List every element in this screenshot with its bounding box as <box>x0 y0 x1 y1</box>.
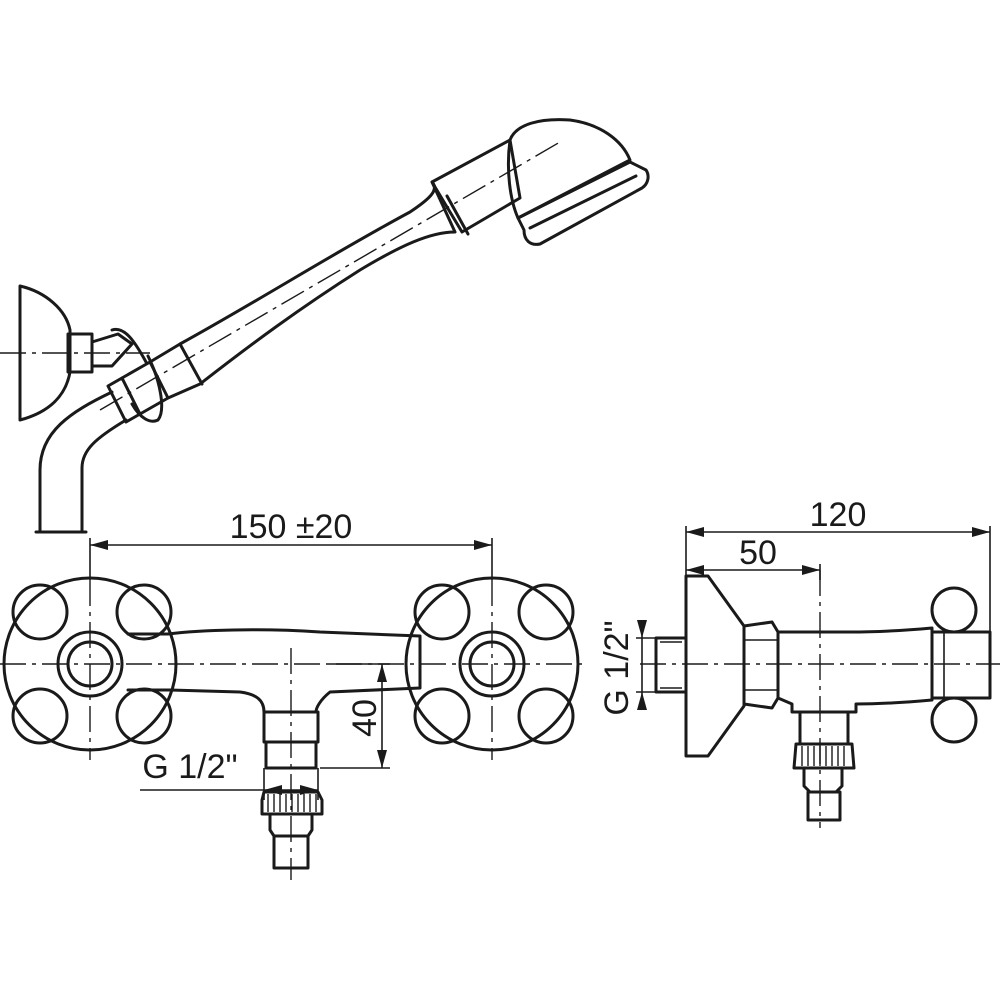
hose-pipe <box>38 390 114 534</box>
label-center-distance: 150 ±20 <box>230 508 353 546</box>
label-side-thread: G 1/2" <box>598 620 636 715</box>
dimension-front-thread: G 1/2" <box>140 748 319 800</box>
label-height-to-inlet: 40 <box>346 699 384 737</box>
dimension-depth-to-outlet: 50 <box>686 534 821 580</box>
mixer-front-view <box>0 576 586 880</box>
mixer-side-view <box>640 570 1000 828</box>
label-front-thread: G 1/2" <box>142 748 237 786</box>
hose-collar <box>106 376 142 424</box>
hand-shower-assembly <box>0 118 650 534</box>
hose-pipe-inner <box>80 418 128 534</box>
dimension-total-depth: 120 <box>685 496 991 632</box>
label-total-depth: 120 <box>810 496 867 534</box>
shower-face <box>516 160 650 246</box>
side-body <box>776 626 934 714</box>
mixer-body <box>126 628 422 714</box>
dimension-side-thread: G 1/2" <box>598 620 656 716</box>
label-depth-to-outlet: 50 <box>739 534 777 572</box>
wall-flange <box>684 574 746 758</box>
pipe-stub <box>654 636 688 694</box>
bracket-arm <box>90 332 134 368</box>
side-handle-knob-bottom <box>930 696 978 744</box>
shower-handle <box>148 180 457 400</box>
side-handle-knob-top <box>930 586 978 634</box>
hex-nut <box>742 620 780 710</box>
shower-head <box>506 118 632 220</box>
dimension-height-to-inlet: 40 <box>320 663 390 769</box>
dimension-center-distance: 150 ±20 <box>89 508 493 580</box>
